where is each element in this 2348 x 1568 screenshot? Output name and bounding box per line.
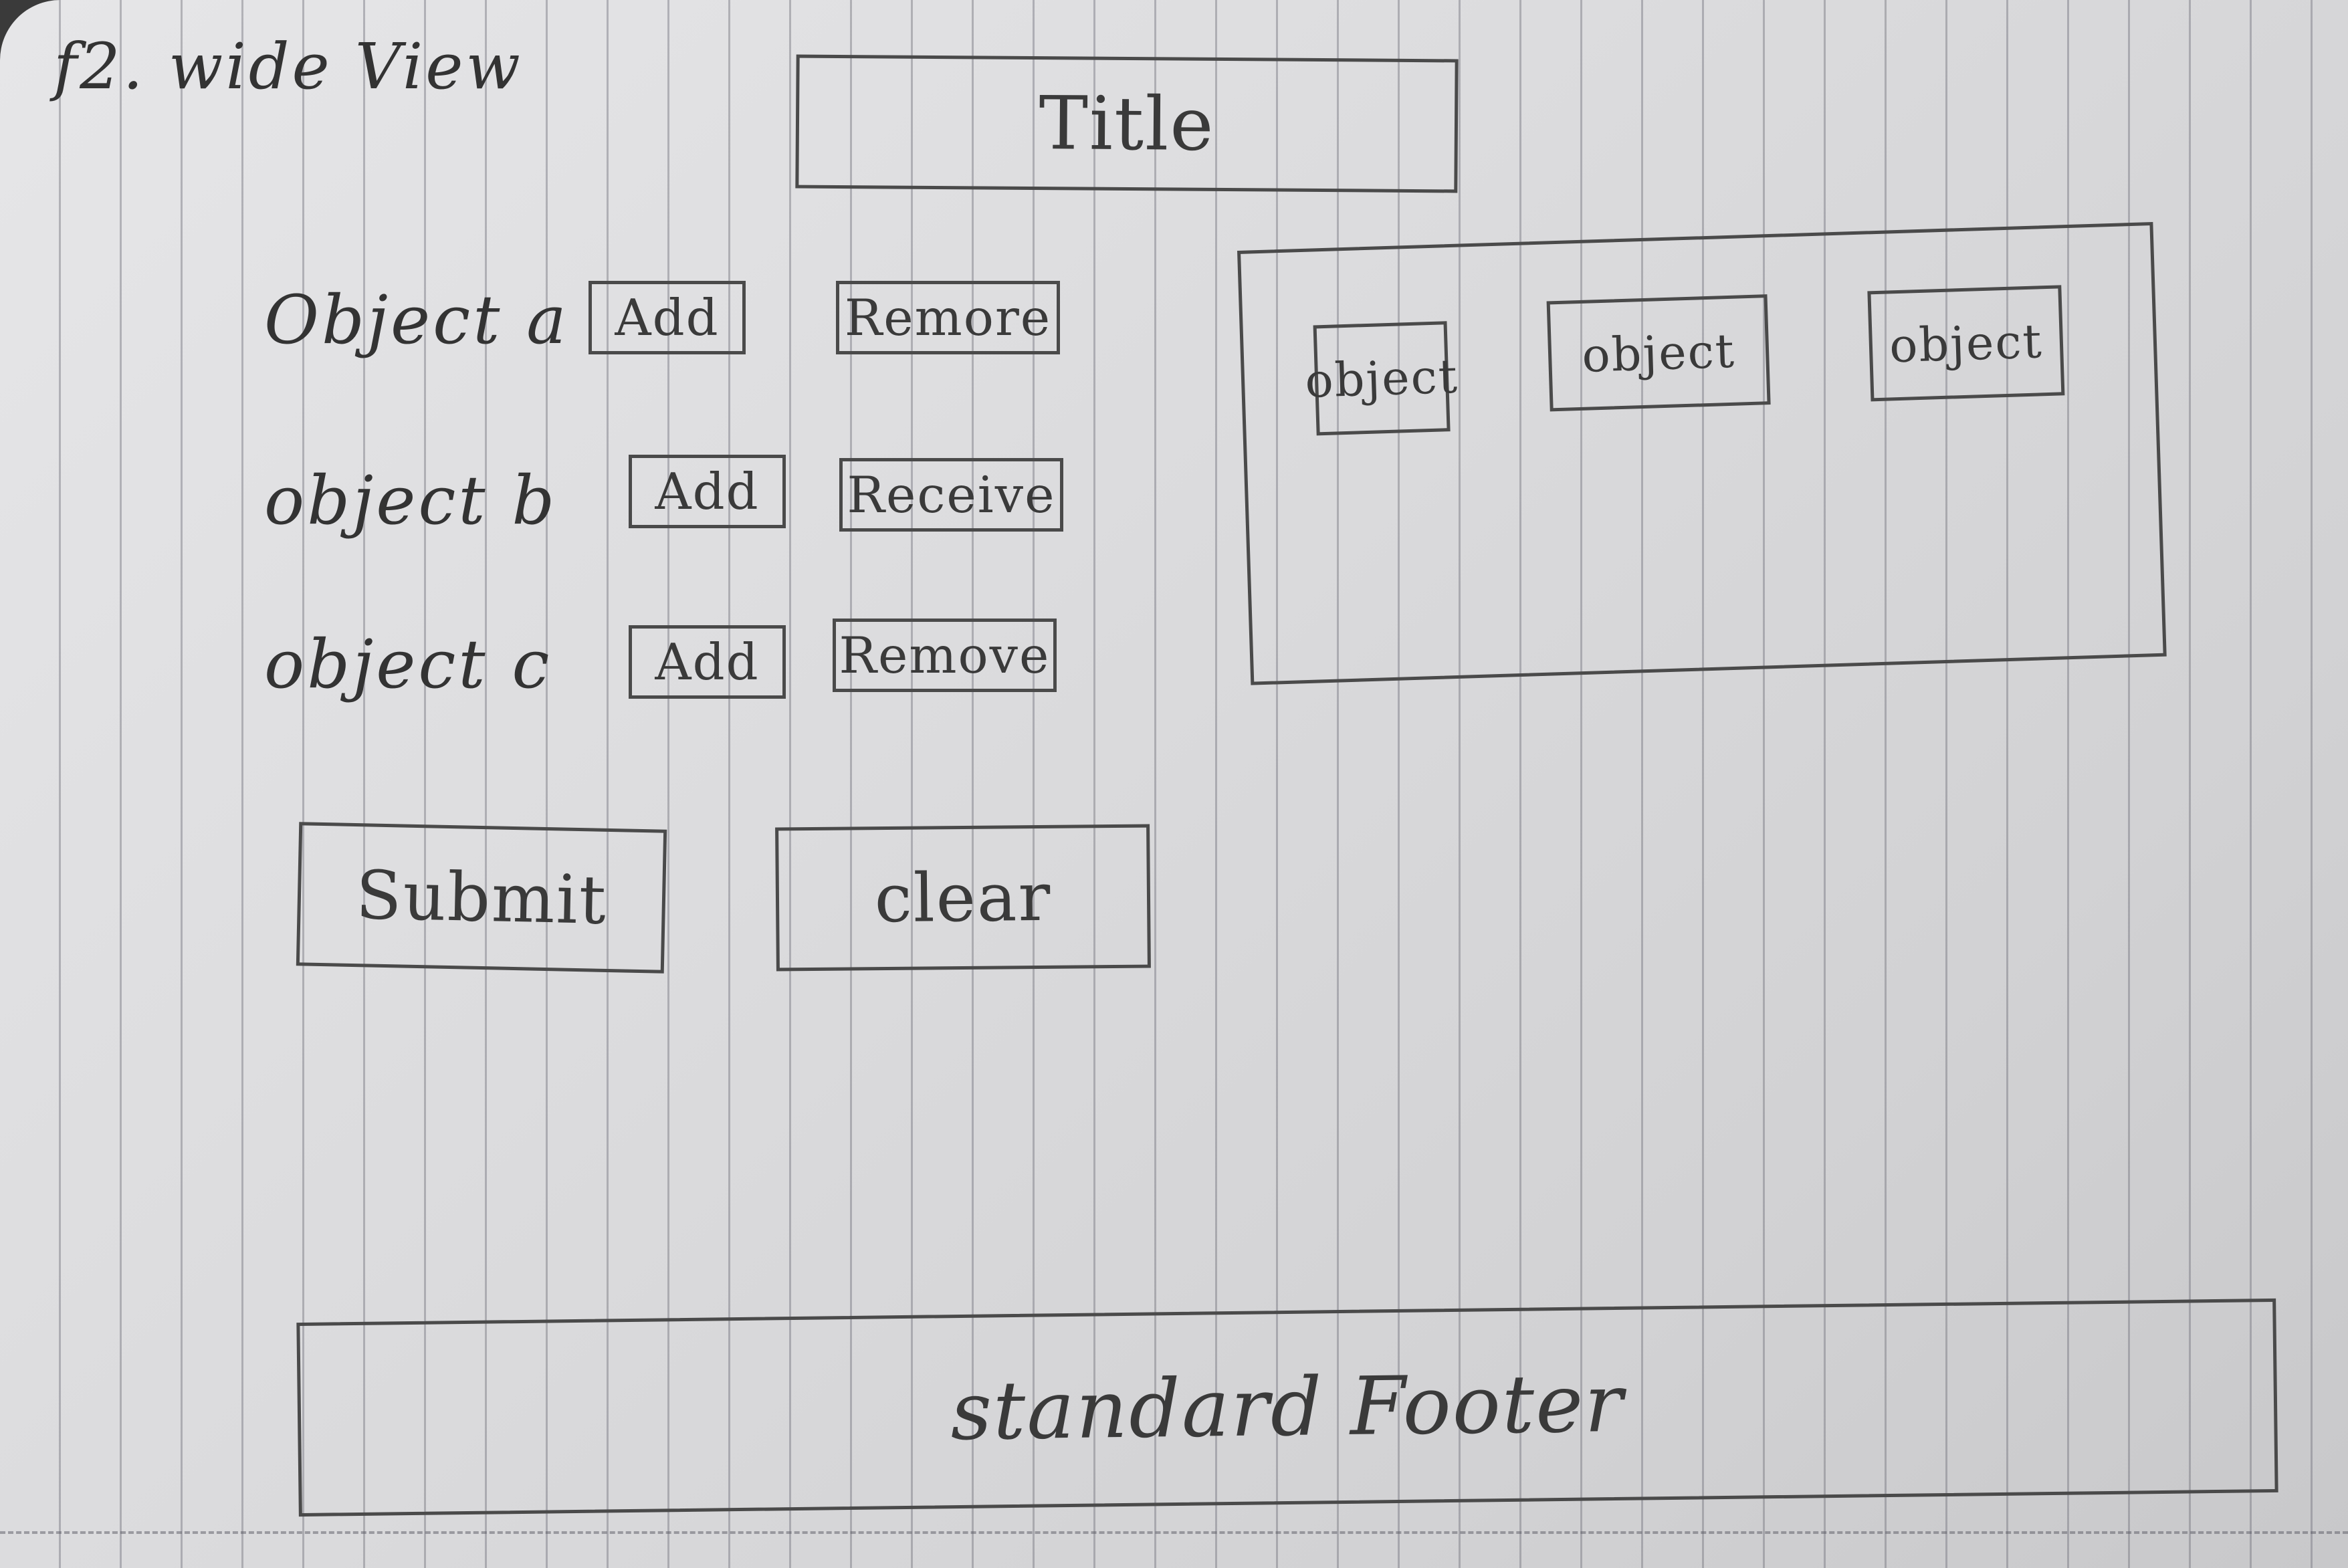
- object-a-label: Object a: [264, 281, 569, 359]
- remove-object-c-button[interactable]: Remove: [833, 619, 1057, 692]
- remove-object-a-button[interactable]: Remore: [836, 281, 1060, 354]
- submit-button[interactable]: Submit: [296, 822, 667, 974]
- page-title: Title: [795, 54, 1459, 193]
- add-object-c-button[interactable]: Add: [629, 625, 786, 699]
- object-c-label: object c: [264, 625, 552, 703]
- panel-object-item[interactable]: object: [1546, 294, 1771, 412]
- clear-button[interactable]: clear: [775, 824, 1151, 972]
- object-b-label: object b: [264, 461, 558, 540]
- panel-object-item[interactable]: object: [1867, 285, 2065, 402]
- standard-footer: standard Footer: [296, 1298, 2278, 1517]
- remove-object-b-button[interactable]: Receive: [839, 458, 1063, 532]
- page-label: f2. wide View: [54, 30, 523, 104]
- add-object-b-button[interactable]: Add: [629, 455, 786, 528]
- page-perforation-line: [0, 1531, 2348, 1534]
- panel-object-item[interactable]: object: [1304, 321, 1459, 436]
- selected-objects-panel: object object object: [1237, 221, 2167, 685]
- add-object-a-button[interactable]: Add: [589, 281, 746, 354]
